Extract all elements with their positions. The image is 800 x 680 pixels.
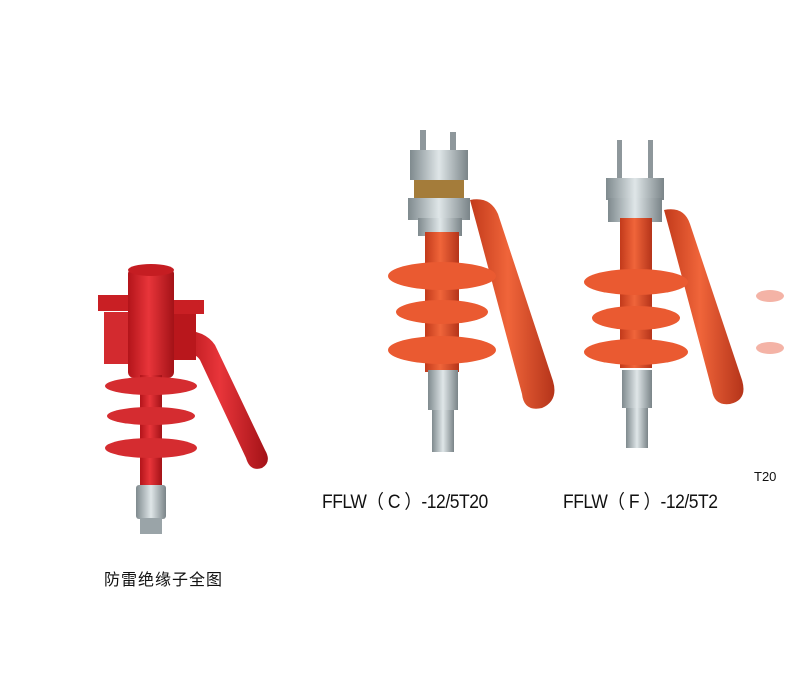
caption-fflw-c: FFLW（ C ）-12/5T20 — [322, 492, 488, 513]
caption-overflow-fragment: T20 — [754, 469, 777, 484]
cropped-insulator-fragment — [756, 290, 784, 354]
caption-fflw-f: FFLW（ F ）-12/5T2 — [563, 492, 718, 513]
red-arrester-insulator — [98, 264, 268, 534]
orange-insulator-f — [584, 140, 744, 448]
orange-insulator-c — [388, 130, 555, 452]
caption-full-view: 防雷绝缘子全图 — [104, 570, 224, 589]
